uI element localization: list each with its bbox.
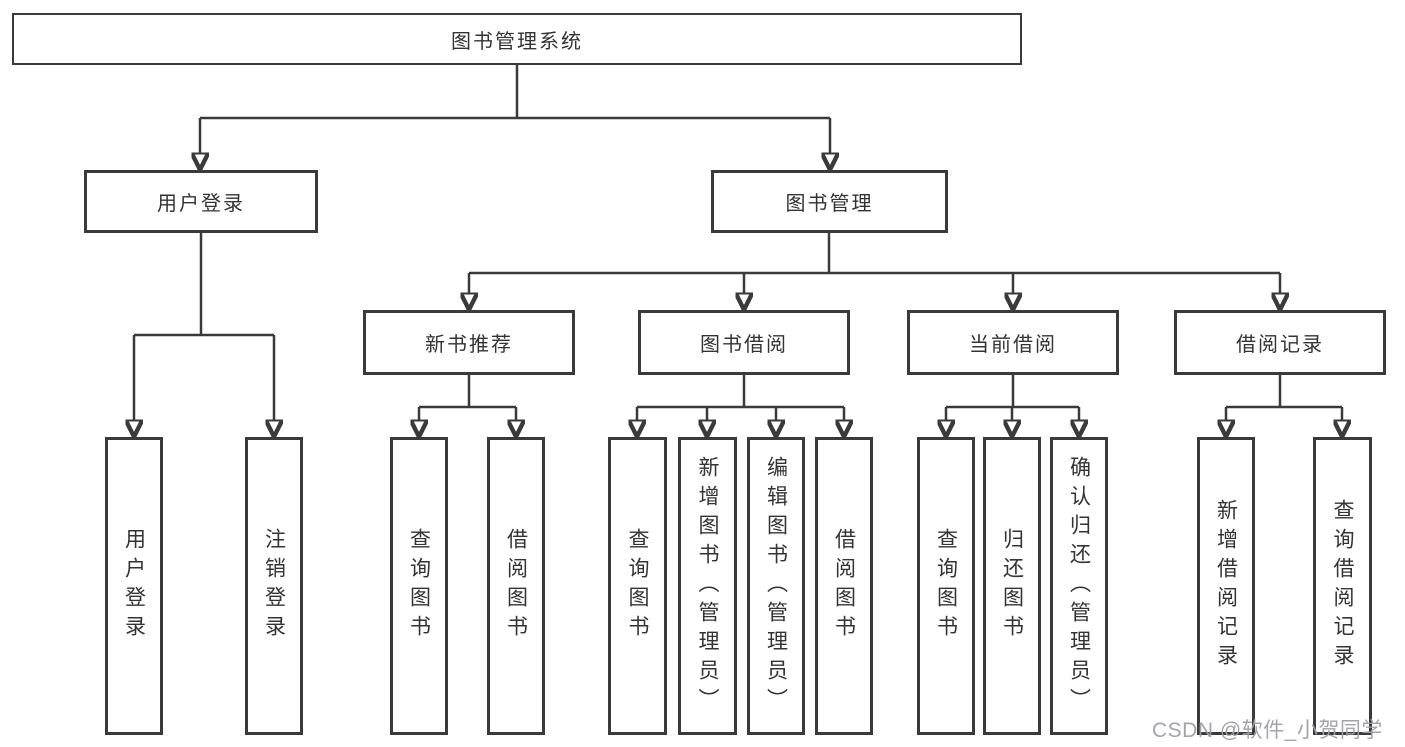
leaf-query-books-borrow: 查询图书 bbox=[608, 437, 667, 735]
leaf-label: 新增借阅记录 bbox=[1214, 499, 1238, 673]
node-label: 当前借阅 bbox=[969, 334, 1057, 356]
leaf-label: 查询借阅记录 bbox=[1331, 499, 1354, 673]
node-user-login: 用户登录 bbox=[84, 170, 318, 233]
node-label: 新书推荐 bbox=[425, 334, 513, 356]
leaf-label: 借阅图书 bbox=[504, 528, 528, 644]
leaf-label: 用户登录 bbox=[122, 528, 146, 644]
leaf-label: 注销登录 bbox=[262, 528, 286, 644]
node-current-borrowing: 当前借阅 bbox=[907, 310, 1119, 375]
leaf-logout: 注销登录 bbox=[245, 437, 303, 735]
leaf-label: 查询图书 bbox=[407, 528, 431, 644]
leaf-label: 借阅图书 bbox=[832, 528, 856, 644]
node-book-management: 图书管理 bbox=[711, 170, 948, 233]
leaf-return-books: 归还图书 bbox=[983, 437, 1041, 735]
leaf-label: 查询图书 bbox=[626, 528, 649, 644]
leaf-query-books-recommend: 查询图书 bbox=[390, 437, 448, 735]
leaf-label: 编辑图书（管理员） bbox=[764, 455, 788, 717]
leaf-edit-books-admin: 编辑图书（管理员） bbox=[747, 437, 805, 735]
leaf-label: 归还图书 bbox=[1000, 528, 1024, 644]
node-label: 图书管理系统 bbox=[451, 30, 583, 53]
node-new-book-recommend: 新书推荐 bbox=[363, 310, 575, 375]
leaf-query-books-current: 查询图书 bbox=[917, 437, 975, 735]
leaf-label: 新增图书（管理员） bbox=[696, 455, 719, 717]
node-library-management-system: 图书管理系统 bbox=[12, 13, 1022, 65]
leaf-label: 确认归还（管理员） bbox=[1067, 455, 1091, 717]
node-label: 图书借阅 bbox=[700, 334, 788, 356]
leaf-confirm-return-admin: 确认归还（管理员） bbox=[1050, 437, 1108, 735]
leaf-add-books-admin: 新增图书（管理员） bbox=[678, 437, 737, 735]
node-borrowing-records: 借阅记录 bbox=[1174, 310, 1386, 375]
leaf-borrow-books-recommend: 借阅图书 bbox=[487, 437, 545, 735]
node-label: 借阅记录 bbox=[1236, 334, 1324, 356]
leaf-borrow-books: 借阅图书 bbox=[815, 437, 873, 735]
leaf-label: 查询图书 bbox=[934, 528, 958, 644]
node-label: 图书管理 bbox=[785, 193, 874, 215]
node-book-borrowing: 图书借阅 bbox=[638, 310, 850, 375]
node-label: 用户登录 bbox=[157, 193, 245, 215]
leaf-add-borrow-record: 新增借阅记录 bbox=[1197, 437, 1255, 735]
leaf-query-borrow-record: 查询借阅记录 bbox=[1313, 437, 1372, 735]
csdn-watermark: CSDN @软件_小贺同学 bbox=[1152, 719, 1383, 742]
leaf-user-login: 用户登录 bbox=[105, 437, 163, 735]
